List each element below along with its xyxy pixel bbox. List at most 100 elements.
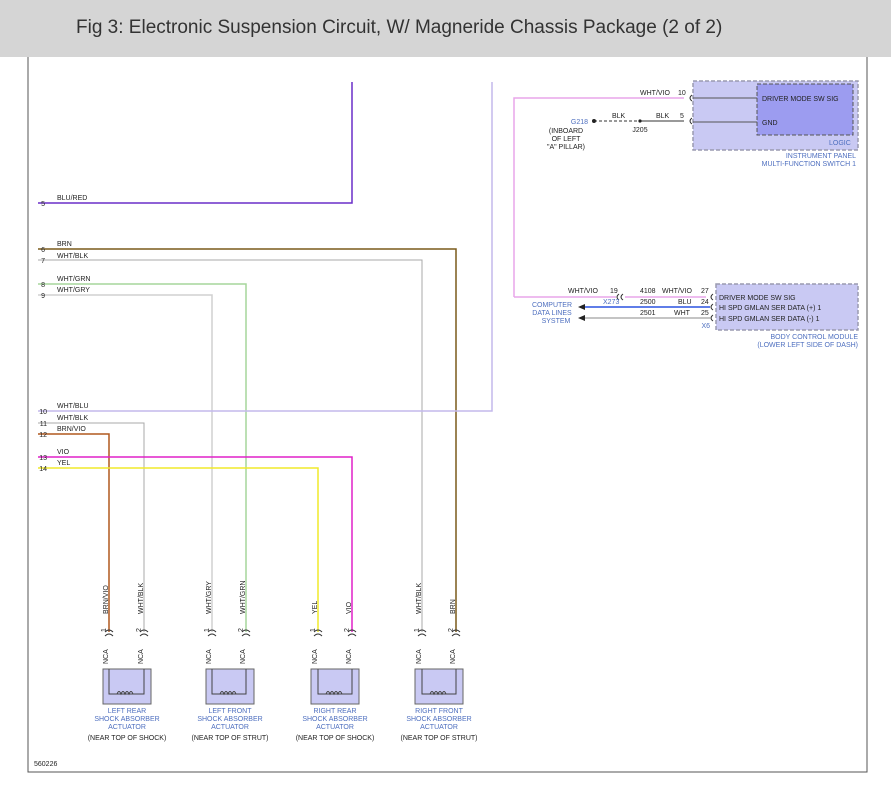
actuator-location: (NEAR TOP OF STRUT) xyxy=(400,735,477,742)
wire-label: WHT/BLU xyxy=(57,403,89,410)
connector-terminal xyxy=(139,629,149,637)
bcm-wire-label: WHT xyxy=(674,310,691,317)
coil-icon xyxy=(116,691,134,696)
connector-terminal xyxy=(451,629,461,637)
actuator-pin-number: 1 xyxy=(204,628,211,632)
actuator-name-line2: SHOCK ABSORBER xyxy=(406,716,471,723)
left-wire-labels: BLU/RED BRN WHT/BLK WHT/GRN WHT/GRY WHT/… xyxy=(57,195,90,467)
cdls-label-line3: SYSTEM xyxy=(542,318,571,325)
wire-wht-blu xyxy=(38,82,493,412)
bcm-wire-label: BLU xyxy=(678,299,692,306)
actuator-pin-number: 2 xyxy=(448,628,455,632)
nca-label: NCA xyxy=(206,649,213,664)
pin-number: 9 xyxy=(41,293,45,300)
actuator-pin-number: 1 xyxy=(101,628,108,632)
wire-blu-red xyxy=(38,82,353,204)
diagram-code: 560226 xyxy=(34,761,57,768)
ground-location-line3: "A" PILLAR) xyxy=(547,144,585,151)
x273-connector-label: X273 xyxy=(603,299,619,306)
actuator-wire-label: VIO xyxy=(346,601,353,614)
actuator-pin-number: 2 xyxy=(238,628,245,632)
pin-number: 6 xyxy=(41,247,45,254)
figure-title: Fig 3: Electronic Suspension Circuit, W/… xyxy=(76,17,723,38)
bcm-conn-wire-label: WHT/VIO xyxy=(568,288,598,295)
connector-terminal xyxy=(689,94,693,102)
actuator-name-line1: RIGHT REAR xyxy=(313,708,356,715)
actuator-name-line3: ACTUATOR xyxy=(211,724,249,731)
nca-label: NCA xyxy=(240,649,247,664)
wire-brn xyxy=(38,248,457,632)
actuator-name-line3: ACTUATOR xyxy=(108,724,146,731)
arrow-left-icon xyxy=(578,304,585,310)
connector-terminal xyxy=(689,117,693,125)
ground-location-line1: (INBOARD xyxy=(549,128,583,135)
actuator-name-line2: SHOCK ABSORBER xyxy=(94,716,159,723)
actuator-left-rear: BRN/VIO WHT/BLK 1 2 NCA NCA LEFT REAR SH… xyxy=(88,583,167,742)
body-control-module-box xyxy=(715,283,859,331)
actuator-wire-label: WHT/GRY xyxy=(206,581,213,614)
wire-label: VIO xyxy=(57,449,70,456)
actuator-box xyxy=(102,668,152,705)
bcm-name-line2: (LOWER LEFT SIDE OF DASH) xyxy=(757,342,858,349)
arrow-left-icon xyxy=(578,315,585,321)
left-pin-numbers: 5 6 7 8 9 10 11 12 13 14 xyxy=(39,201,47,473)
wire-label: BRN/VIO xyxy=(57,426,86,433)
connector-terminal xyxy=(417,629,427,637)
actuator-name-line2: SHOCK ABSORBER xyxy=(302,716,367,723)
coil-icon xyxy=(219,691,237,696)
pin-number: 11 xyxy=(40,421,47,428)
bcm-wire-label: WHT/VIO xyxy=(662,288,692,295)
ipc-pin-number: 10 xyxy=(678,90,686,97)
actuator-wire-label: BRN xyxy=(450,599,457,614)
actuator-name-line1: RIGHT FRONT xyxy=(415,708,463,715)
connector-terminal xyxy=(347,629,357,637)
wire-label: BLU/RED xyxy=(57,195,87,202)
pin-number: 8 xyxy=(41,282,45,289)
splice-label: J205 xyxy=(632,127,647,134)
actuator-pin-number: 1 xyxy=(310,628,317,632)
pin-number: 7 xyxy=(41,258,45,265)
actuator-coil-icon xyxy=(108,669,145,695)
actuator-location: (NEAR TOP OF STRUT) xyxy=(191,735,268,742)
wire-label: YEL xyxy=(57,460,70,467)
bcm-circuit-number: 2500 xyxy=(640,299,656,306)
actuator-name-line2: SHOCK ABSORBER xyxy=(197,716,262,723)
actuator-pin-number: 2 xyxy=(344,628,351,632)
actuator-box xyxy=(414,668,464,705)
connector-terminal xyxy=(313,629,323,637)
wire-wht-blk-11 xyxy=(38,422,145,632)
actuator-pin-number: 1 xyxy=(414,628,421,632)
actuator-coil-icon xyxy=(211,669,247,695)
actuator-wire-label: WHT/BLK xyxy=(138,583,145,614)
ground-point-icon xyxy=(592,119,596,123)
bcm-row-label: DRIVER MODE SW SIG xyxy=(719,295,796,302)
bcm-circuit-number: 2501 xyxy=(640,310,656,317)
bcm-row-label: HI SPD GMLAN SER DATA (-) 1 xyxy=(719,316,820,323)
bcm-conn-pin: 19 xyxy=(610,288,618,295)
actuator-name-line1: LEFT REAR xyxy=(108,708,146,715)
nca-label: NCA xyxy=(346,649,353,664)
actuator-box xyxy=(205,668,255,705)
bcm-row-label: HI SPD GMLAN SER DATA (+) 1 xyxy=(719,305,821,312)
actuator-wire-label: BRN/VIO xyxy=(103,585,110,614)
actuator-left-front: WHT/GRY WHT/GRN 1 2 NCA NCA LEFT FRONT S… xyxy=(191,581,268,742)
pin-number: 5 xyxy=(41,201,45,208)
actuator-location: (NEAR TOP OF SHOCK) xyxy=(88,735,167,742)
ipc-wire-label: WHT/VIO xyxy=(640,90,670,97)
wire-wht-blk-7 xyxy=(38,259,423,632)
actuator-wire-label: WHT/GRN xyxy=(240,581,247,614)
wire-yel xyxy=(38,467,319,632)
wire-label: WHT/BLK xyxy=(57,415,88,422)
ground-label: G218 xyxy=(571,119,588,126)
connector-terminal xyxy=(710,293,714,301)
wire-wht-vio-ipc xyxy=(513,97,684,297)
actuator-wire-label: WHT/BLK xyxy=(416,583,423,614)
wire-brn-vio xyxy=(38,433,110,632)
actuator-coil-icon xyxy=(317,669,353,695)
actuator-right-front: WHT/BLK BRN 1 2 NCA NCA RIGHT FRONT SHOC… xyxy=(400,583,477,742)
bcm-connector-label: X6 xyxy=(701,323,710,330)
nca-label: NCA xyxy=(103,649,110,664)
ipc-name-line2: MULTI-FUNCTION SWITCH 1 xyxy=(762,161,856,168)
diagram-frame xyxy=(27,57,868,773)
